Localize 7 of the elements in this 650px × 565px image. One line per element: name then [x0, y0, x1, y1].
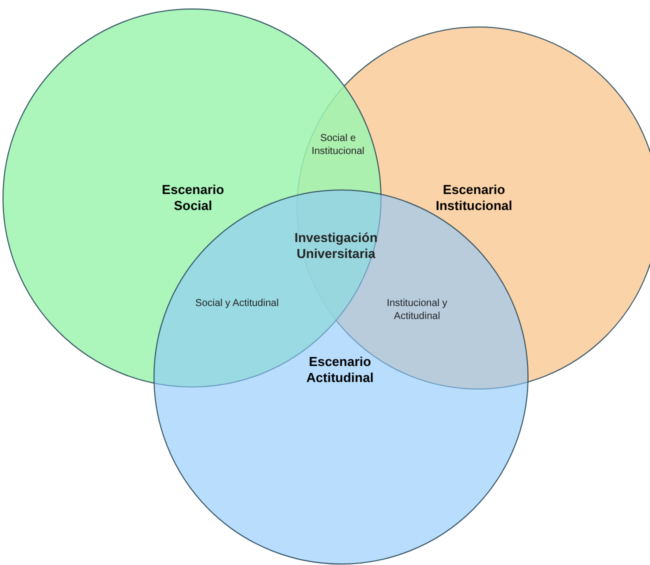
overlap-label: Social e Institucional	[310, 133, 366, 158]
circle-label: Escenario Institucional	[434, 182, 514, 214]
circle-label: Escenario Social	[160, 182, 226, 214]
circle-label: Escenario Actitudinal	[305, 354, 375, 386]
overlap-label: Institucional y Actitudinal	[386, 298, 448, 323]
overlap-label: Social y Actitudinal	[194, 298, 280, 310]
overlap-label: Investigación Universitaria	[293, 230, 379, 262]
